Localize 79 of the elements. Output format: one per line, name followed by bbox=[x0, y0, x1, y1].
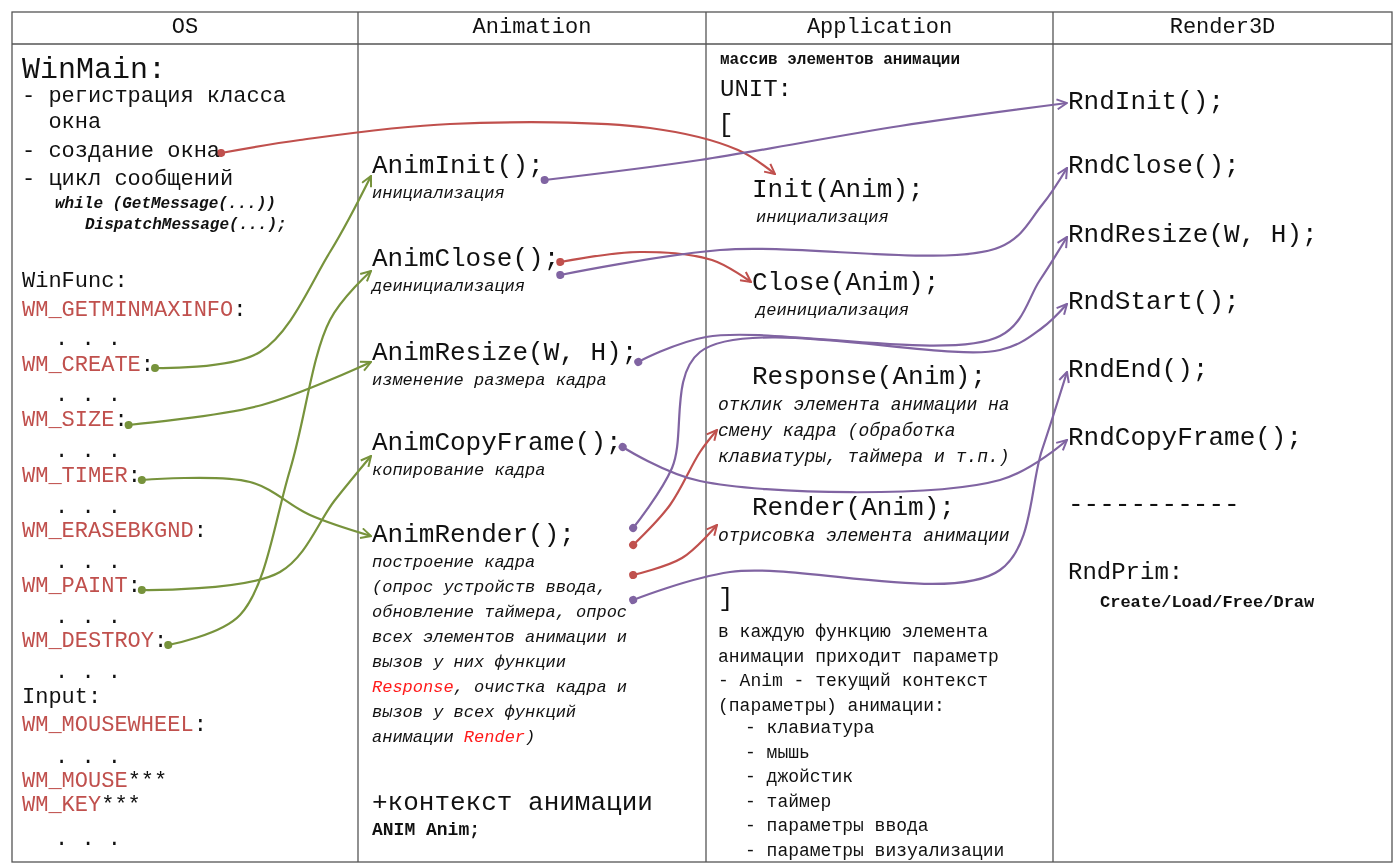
ellipsis: . . . bbox=[55, 659, 121, 687]
arrow bbox=[629, 429, 718, 549]
note: в каждую функцию элемента анимации приходит параметр - Anim - текущий контекст (параметры) анимации: bbox=[718, 621, 1000, 718]
description: инициализация bbox=[756, 207, 890, 229]
arrow bbox=[137, 476, 372, 539]
ellipsis: . . . bbox=[55, 826, 121, 854]
list-item: - параметры ввода bbox=[745, 815, 929, 838]
arrow bbox=[217, 121, 776, 175]
note: массив элементов анимации bbox=[720, 50, 961, 71]
arrow bbox=[164, 270, 372, 649]
arrow bbox=[556, 250, 752, 283]
message-name: WM_CREATE: bbox=[22, 352, 155, 380]
bracket: ] bbox=[718, 584, 734, 614]
description: отклик элемента анимации на смену кадра (обработка клавиатуры, таймера и т.п.) bbox=[718, 394, 1011, 469]
list-item: - регистрация класса окна bbox=[22, 84, 288, 136]
list-item: - клавиатура bbox=[745, 717, 875, 740]
ellipsis: . . . bbox=[55, 382, 121, 410]
arrow bbox=[540, 98, 1068, 184]
section-title: WinFunc: bbox=[22, 268, 128, 296]
column-header: Animation bbox=[471, 14, 593, 42]
function-name: Response(Anim); bbox=[752, 362, 988, 392]
separator-text: ----------- bbox=[1068, 490, 1240, 520]
section-title: RndPrim: bbox=[1068, 558, 1184, 588]
function-name: Close(Anim); bbox=[752, 268, 940, 298]
function-name: RndEnd(); bbox=[1068, 355, 1209, 385]
arrow bbox=[629, 303, 1068, 532]
section-title: WinMain: bbox=[22, 53, 167, 87]
description: копирование кадра bbox=[372, 460, 547, 482]
description: (опрос устройств ввода, обновление таймера, опрос всех элементов анимации и вызов у них функции Response, очистка кадра и вызов у всех функций анимации Render) bbox=[372, 577, 629, 749]
function-name: AnimInit(); bbox=[372, 151, 544, 181]
arrow bbox=[618, 439, 1068, 494]
list-item: - параметры визуализации bbox=[745, 839, 1005, 863]
type-name: UNIT: bbox=[720, 75, 792, 105]
description: изменение размера кадра bbox=[372, 370, 608, 392]
code-line: Create/Load/Free/Draw bbox=[1100, 593, 1315, 613]
arrow bbox=[124, 360, 372, 429]
description: деинициализация bbox=[756, 300, 911, 322]
column-header: Render3D bbox=[1168, 14, 1277, 42]
list-item: - цикл сообщений bbox=[22, 166, 234, 194]
ellipsis: . . . bbox=[55, 326, 121, 354]
code-line: ANIM Anim; bbox=[372, 819, 481, 842]
message-name: WM_GETMINMAXINFO: bbox=[22, 297, 247, 325]
function-name: RndResize(W, H); bbox=[1068, 220, 1318, 250]
column-header: OS bbox=[170, 14, 200, 42]
description: инициализация bbox=[372, 183, 506, 205]
message-name: WM_KEY*** bbox=[22, 792, 141, 820]
list-item: - создание окна bbox=[22, 138, 221, 166]
code-line: while (GetMessage(...)) bbox=[55, 194, 276, 214]
arrow bbox=[629, 524, 718, 579]
description: построение кадра bbox=[372, 552, 537, 574]
bracket: [ bbox=[718, 110, 734, 140]
note-heading: +контекст анимации bbox=[372, 788, 653, 818]
function-name: RndStart(); bbox=[1068, 287, 1240, 317]
function-name: RndClose(); bbox=[1068, 151, 1240, 181]
function-name: Init(Anim); bbox=[752, 175, 924, 205]
function-name: RndInit(); bbox=[1068, 87, 1225, 117]
arrow bbox=[151, 175, 372, 372]
function-name: AnimRender(); bbox=[372, 520, 576, 550]
list-item: - мышь bbox=[745, 741, 810, 765]
code-line: DispatchMessage(...); bbox=[85, 215, 287, 235]
message-name: WM_SIZE: bbox=[22, 407, 128, 435]
function-name: RndCopyFrame(); bbox=[1068, 423, 1303, 453]
message-name: WM_MOUSEWHEEL: bbox=[22, 712, 207, 740]
ellipsis: . . . bbox=[55, 438, 121, 466]
function-name: Render(Anim); bbox=[752, 493, 956, 523]
function-name: AnimClose(); bbox=[372, 244, 560, 274]
column-header: Application bbox=[805, 14, 954, 42]
function-name: AnimResize(W, H); bbox=[372, 338, 638, 368]
section-title: Input: bbox=[22, 684, 102, 712]
message-name: WM_TIMER: bbox=[22, 463, 141, 491]
list-item: - джойстик bbox=[745, 766, 854, 789]
arrow bbox=[634, 236, 1068, 366]
list-item: - таймер bbox=[745, 790, 832, 814]
arrow bbox=[137, 455, 372, 594]
description: отрисовка элемента анимации bbox=[718, 525, 1010, 548]
function-name: AnimCopyFrame(); bbox=[372, 428, 622, 458]
description: деинициализация bbox=[372, 276, 527, 298]
arrow bbox=[629, 371, 1070, 604]
arrow bbox=[556, 167, 1068, 279]
